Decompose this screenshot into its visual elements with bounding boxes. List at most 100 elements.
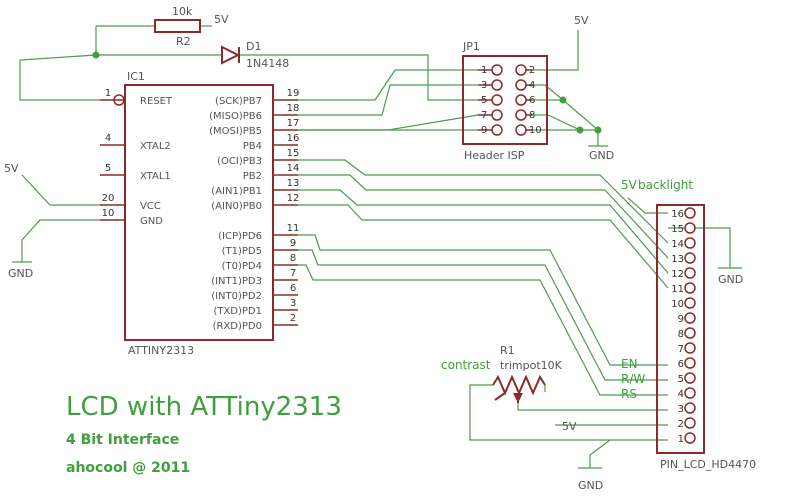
ic1-name: IC1	[127, 70, 145, 83]
jp1-pin	[515, 109, 527, 121]
lcd-pin	[684, 432, 696, 444]
jp1-pin-number: 10	[529, 125, 542, 136]
ic1-right-pin-number: 16	[287, 133, 300, 144]
jp1-pin	[515, 124, 527, 136]
lcd-pin	[684, 222, 696, 234]
ic1-part: ATTINY2313	[128, 344, 194, 357]
lcd-pin	[684, 402, 696, 414]
lcd-name: PIN_LCD_HD4470	[660, 458, 756, 471]
ic1-right-pin-number: 3	[290, 298, 296, 309]
ic1-right-pin-number: 15	[287, 148, 300, 159]
jp1-pin	[491, 124, 503, 136]
ic1-left-pin-label: XTAL1	[140, 171, 171, 182]
jp1-pin-number: 5	[481, 95, 487, 106]
jp1-pin-number: 9	[481, 125, 487, 136]
lcd-pin	[684, 252, 696, 264]
ic1-right-pin-label: (MISO)PB6	[209, 111, 262, 122]
lcd-pin	[684, 282, 696, 294]
ic1-right-pin-label: (INT0)PD2	[211, 291, 262, 302]
r2-name: R2	[176, 35, 191, 48]
jp1-pin	[491, 79, 503, 91]
vcc-label-isp: 5V	[574, 14, 589, 27]
jp1-pin-number: 4	[529, 80, 535, 91]
jp1-pin-number: 6	[529, 95, 535, 106]
jp1-pin	[491, 64, 503, 76]
jp1-pin-number: 7	[481, 110, 487, 121]
ic1-right-pin-label: (SCK)PB7	[215, 96, 262, 107]
lcd-pin	[684, 357, 696, 369]
wires	[12, 25, 742, 469]
ic1-left-pin-number: 20	[102, 193, 115, 204]
lcd-pin-number: 2	[678, 419, 684, 430]
ic1-right-pin-number: 11	[287, 223, 300, 234]
r1-value: trimpot10K	[500, 359, 563, 372]
lcd-pin-number: 12	[671, 269, 684, 280]
lcd-pin	[684, 342, 696, 354]
contrast-label: contrast	[441, 358, 491, 372]
lcd-pin	[684, 237, 696, 249]
lcd-pin-number: 15	[671, 224, 684, 235]
ic1-right-pin-number: 17	[287, 118, 300, 129]
lcd-pin-number: 4	[678, 389, 684, 400]
lcd-pin-number: 5	[678, 374, 684, 385]
jp1-pin	[515, 79, 527, 91]
ic1-right-pin-label: (TXD)PD1	[213, 306, 262, 317]
ic1-right-pin-number: 12	[287, 193, 300, 204]
trimpot-r1: R1 trimpot10K contrast	[441, 344, 563, 403]
ic1-right-pin-label: (OCI)PB3	[217, 156, 262, 167]
lcd-pin-number: 8	[678, 329, 684, 340]
lcd-pin-number: 11	[671, 284, 684, 295]
lcd-pin	[684, 387, 696, 399]
net-labels: 5V GND 5V GND GND 5V GND	[4, 14, 743, 492]
lcd-rs-label: RS	[621, 387, 637, 401]
ic1-right-pin-label: (INT1)PD3	[211, 276, 262, 287]
backlight-label: backlight	[638, 178, 693, 192]
jp1-pin-number: 8	[529, 110, 535, 121]
lcd-pin	[684, 207, 696, 219]
jp1-label: Header ISP	[464, 149, 525, 162]
gnd-label-lcd: GND	[718, 273, 743, 286]
jp1-pin-number: 2	[529, 65, 535, 76]
lcd-pin	[684, 297, 696, 309]
gnd-label-isp: GND	[589, 149, 614, 162]
ic1-right-pin-number: 2	[290, 313, 296, 324]
gnd-label-bottom: GND	[578, 479, 603, 492]
ic1-right-pin-number: 9	[290, 238, 296, 249]
ic1-left-pin-label: GND	[140, 216, 163, 227]
jp1-pin	[491, 94, 503, 106]
ic1-right-pin-label: (T0)PD4	[222, 261, 262, 272]
r2-value: 10k	[172, 5, 193, 18]
vcc-label-lcd: 5V	[562, 420, 577, 433]
ic1-right-pin-number: 6	[290, 283, 296, 294]
lcd-pin	[684, 372, 696, 384]
ic1-right-pin-label: (ICP)PD6	[218, 231, 262, 242]
ic1-right-pin-number: 18	[287, 103, 300, 114]
ic1-left-pin-label: RESET	[140, 96, 173, 107]
jp1-pins: 1 3 5 7 9 2 4 6 8 10	[478, 64, 542, 136]
lcd-pin-number: 6	[678, 359, 684, 370]
lcd-pin-number: 16	[671, 209, 684, 220]
lcd-pin-number: 9	[678, 314, 684, 325]
ic1-right-pin-label: (AIN0)PB0	[211, 201, 262, 212]
jp1-pin	[515, 94, 527, 106]
ic1-right-pin-label: PB2	[243, 171, 262, 182]
ic1-left-pin-label: XTAL2	[140, 141, 171, 152]
ic1-right-pin-label: (AIN1)PB1	[211, 186, 262, 197]
r1-name: R1	[500, 344, 515, 357]
diode-d1: D1 1N4148	[221, 40, 289, 70]
lcd-en-label: EN	[621, 357, 638, 371]
ic1-right-pins: 19(SCK)PB718(MISO)PB617(MOSI)PB516PB415(…	[209, 88, 299, 332]
lcd-pin-number: 7	[678, 344, 684, 355]
lcd-pin-number: 10	[671, 299, 684, 310]
ic1-right-pin-number: 8	[290, 253, 296, 264]
jp1-pin	[491, 109, 503, 121]
jp1-pin-number: 3	[481, 80, 487, 91]
r2-net-label: 5V	[214, 13, 229, 26]
jp1-pin-number: 1	[481, 65, 487, 76]
ic1-right-pin-number: 13	[287, 178, 300, 189]
vcc-label-ic: 5V	[4, 162, 19, 175]
ic1-left-pin-label: VCC	[140, 201, 161, 212]
